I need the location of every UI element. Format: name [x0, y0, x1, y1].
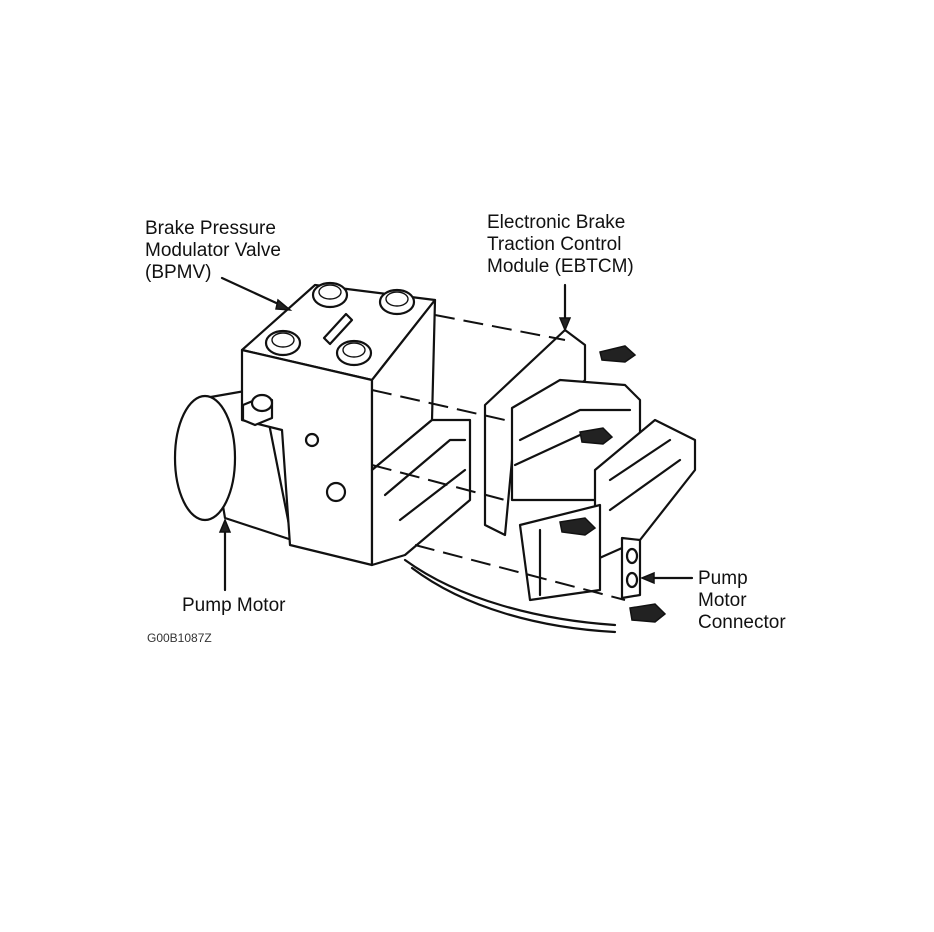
- label-bpmv-line-1: Brake Pressure: [145, 218, 276, 239]
- figure-id: G00B1087Z: [147, 632, 212, 643]
- label-pump-motor: Pump Motor: [182, 595, 285, 617]
- screws: [559, 345, 667, 623]
- label-ebtcm-line-2: Traction Control: [487, 234, 622, 255]
- label-ebtcm-line-3: Module (EBTCM): [487, 256, 634, 277]
- label-bpmv-line-2: Modulator Valve: [145, 240, 281, 261]
- label-ebtcm-line-1: Electronic Brake: [487, 212, 626, 233]
- label-bpmv-line-3: (BPMV): [145, 262, 212, 283]
- pump-motor: [173, 386, 294, 542]
- label-connector-line-3: Connector: [698, 612, 786, 633]
- ebtcm-module: [483, 328, 697, 602]
- hose: [403, 558, 617, 634]
- label-pump-motor-line-1: Pump Motor: [182, 595, 286, 616]
- label-ebtcm: Electronic Brake Traction Control Module…: [487, 212, 634, 278]
- mounting-bracket: [370, 418, 472, 567]
- alignment-lines: [371, 314, 626, 601]
- label-bpmv: Brake Pressure Modulator Valve (BPMV): [145, 218, 281, 284]
- leader-arrows: [218, 276, 694, 592]
- bpmv-block: [240, 281, 437, 567]
- label-connector-line-2: Motor: [698, 590, 747, 611]
- label-pump-motor-connector: Pump Motor Connector: [698, 568, 786, 634]
- label-connector-line-1: Pump: [698, 568, 748, 589]
